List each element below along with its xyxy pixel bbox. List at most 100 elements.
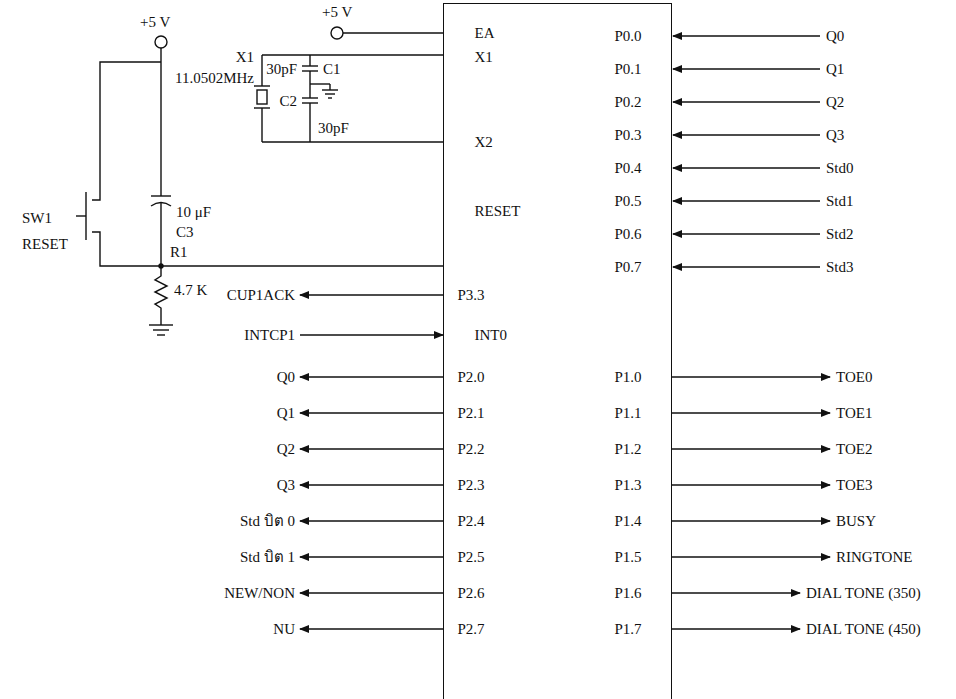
- pin-name: INT0: [475, 326, 508, 344]
- pin-name: P0.6: [614, 225, 641, 243]
- pin-name: P2.6: [458, 584, 485, 602]
- signal-arrow: [300, 294, 443, 295]
- signal-name: Std2: [826, 225, 854, 243]
- pin-name: P2.2: [458, 440, 485, 458]
- signal-arrow: [672, 484, 830, 485]
- signal-name: Q3: [826, 126, 844, 144]
- component-label: 30pF: [266, 60, 297, 78]
- pin-name: P3.3: [458, 286, 485, 304]
- wire: [262, 54, 443, 55]
- component-label: SW1: [22, 209, 52, 227]
- pin-name: RESET: [475, 202, 521, 220]
- pin-name: P1.6: [614, 584, 641, 602]
- signal-arrow: [673, 68, 820, 69]
- signal-name: Std1: [826, 192, 854, 210]
- signal-arrow: [300, 520, 443, 521]
- pin-name: P0.1: [614, 60, 641, 78]
- pin-name: X2: [475, 133, 493, 151]
- signal-name: Std บิต 0: [240, 512, 295, 530]
- wire: [92, 62, 161, 200]
- signal-arrow: [673, 200, 820, 201]
- signal-name: Std3: [826, 258, 854, 276]
- signal-arrow: [672, 376, 830, 377]
- signal-arrow: [300, 412, 443, 413]
- signal-arrow: [300, 334, 443, 335]
- pin-name: P1.7: [614, 620, 641, 638]
- component-label: 30pF: [318, 119, 349, 137]
- pin-name: P1.5: [614, 548, 641, 566]
- signal-name: Q0: [826, 27, 844, 45]
- signal-arrow: [673, 35, 820, 36]
- signal-arrow: [300, 484, 443, 485]
- pin-name: P2.4: [458, 512, 485, 530]
- signal-name: Std0: [826, 159, 854, 177]
- microcontroller-chip: EAX1X2RESETINT0P3.3P2.0P2.1P2.2P2.3P2.4P…: [443, 3, 672, 699]
- pin-name: P1.0: [614, 368, 641, 386]
- signal-arrow: [673, 134, 820, 135]
- signal-name: Q0: [277, 368, 295, 386]
- wire: [343, 32, 443, 33]
- pin-name: P0.0: [614, 27, 641, 45]
- pin-name: P1.2: [614, 440, 641, 458]
- signal-arrow: [673, 233, 820, 234]
- component-label: 4.7 K: [174, 281, 207, 299]
- signal-name: Q2: [277, 440, 295, 458]
- ground-symbol: [149, 325, 173, 335]
- pin-name: EA: [475, 24, 495, 42]
- pin-name: P2.3: [458, 476, 485, 494]
- wire: [262, 141, 443, 142]
- pin-name: P1.4: [614, 512, 641, 530]
- capacitor-symbol: [151, 196, 171, 266]
- component-label: C1: [323, 60, 341, 78]
- pin-name: P2.0: [458, 368, 485, 386]
- pin-name: P0.2: [614, 93, 641, 111]
- signal-name: Std บิต 1: [240, 548, 295, 566]
- signal-name: TOE1: [836, 404, 872, 422]
- signal-name: DIAL TONE (350): [806, 584, 921, 602]
- pin-name: P0.5: [614, 192, 641, 210]
- signal-name: TOE2: [836, 440, 872, 458]
- signal-name: TOE0: [836, 368, 872, 386]
- pin-name: P2.7: [458, 620, 485, 638]
- signal-arrow: [672, 448, 830, 449]
- pin-name: P0.3: [614, 126, 641, 144]
- signal-name: CUP1ACK: [227, 286, 295, 304]
- component-label: R1: [170, 243, 188, 261]
- component-label: 11.0502MHz: [175, 69, 254, 87]
- signal-name: BUSY: [836, 512, 876, 530]
- signal-arrow: [672, 520, 830, 521]
- signal-name: Q2: [826, 93, 844, 111]
- signal-arrow: [673, 167, 820, 168]
- pin-name: P2.1: [458, 404, 485, 422]
- component-label: RESET: [22, 235, 68, 253]
- signal-arrow: [300, 556, 443, 557]
- capacitor-symbol: [302, 55, 318, 142]
- pin-name: X1: [475, 48, 493, 66]
- pin-name: P0.7: [614, 258, 641, 276]
- signal-name: NEW/NON: [224, 584, 295, 602]
- signal-arrow: [672, 412, 830, 413]
- signal-arrow: [300, 448, 443, 449]
- component-label: +5 V: [140, 13, 170, 31]
- ground-symbol: [310, 84, 338, 98]
- supply-terminal: [331, 27, 343, 39]
- component-label: X1: [236, 48, 254, 66]
- pin-name: P1.1: [614, 404, 641, 422]
- component-label: 10 μF: [176, 203, 211, 221]
- signal-arrow: [672, 628, 800, 629]
- signal-name: RINGTONE: [836, 548, 912, 566]
- wire: [92, 232, 161, 266]
- signal-name: DIAL TONE (450): [806, 620, 921, 638]
- pin-name: P2.5: [458, 548, 485, 566]
- signal-name: TOE3: [836, 476, 872, 494]
- signal-name: Q3: [277, 476, 295, 494]
- switch-symbol: [76, 192, 86, 240]
- signal-arrow: [672, 556, 830, 557]
- signal-arrow: [300, 592, 443, 593]
- signal-name: NU: [273, 620, 295, 638]
- signal-name: Q1: [277, 404, 295, 422]
- signal-arrow: [673, 266, 820, 267]
- signal-arrow: [300, 376, 443, 377]
- signal-arrow: [672, 592, 800, 593]
